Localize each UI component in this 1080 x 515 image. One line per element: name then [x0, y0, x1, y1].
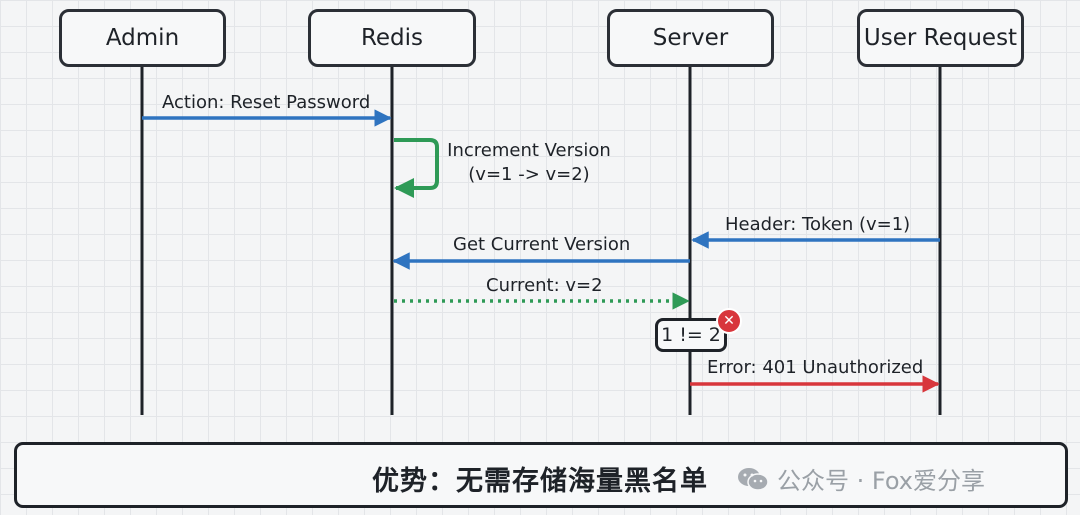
version-compare-box: 1 != 2 [655, 318, 727, 352]
wechat-icon [738, 467, 769, 491]
label-reset-password: Action: Reset Password [162, 92, 371, 113]
label-header-token: Header: Token (v=1) [725, 214, 911, 235]
label-increment-line2: (v=1 -> v=2) [468, 164, 590, 185]
label-current-version: Current: v=2 [486, 275, 603, 296]
actor-user-request: User Request [857, 9, 1024, 67]
watermark: 公众号 · Fox爱分享 [737, 461, 985, 496]
arrow-increment-version [394, 138, 439, 198]
label-increment-version: Increment Version (v=1 -> v=2) [444, 140, 614, 185]
label-increment-line1: Increment Version [447, 140, 611, 161]
footer-banner: 优势：无需存储海量黑名单 公众号 · Fox爱分享 [14, 442, 1068, 508]
footer-advantage-text: 优势：无需存储海量黑名单 [372, 466, 708, 497]
error-x-icon: ✕ [716, 308, 742, 334]
actor-server: Server [607, 9, 774, 67]
actor-redis: Redis [308, 9, 476, 67]
label-error-401: Error: 401 Unauthorized [707, 357, 924, 378]
label-get-current-version: Get Current Version [453, 234, 631, 255]
actor-admin: Admin [59, 9, 226, 67]
watermark-text: 公众号 · Fox爱分享 [777, 467, 985, 495]
